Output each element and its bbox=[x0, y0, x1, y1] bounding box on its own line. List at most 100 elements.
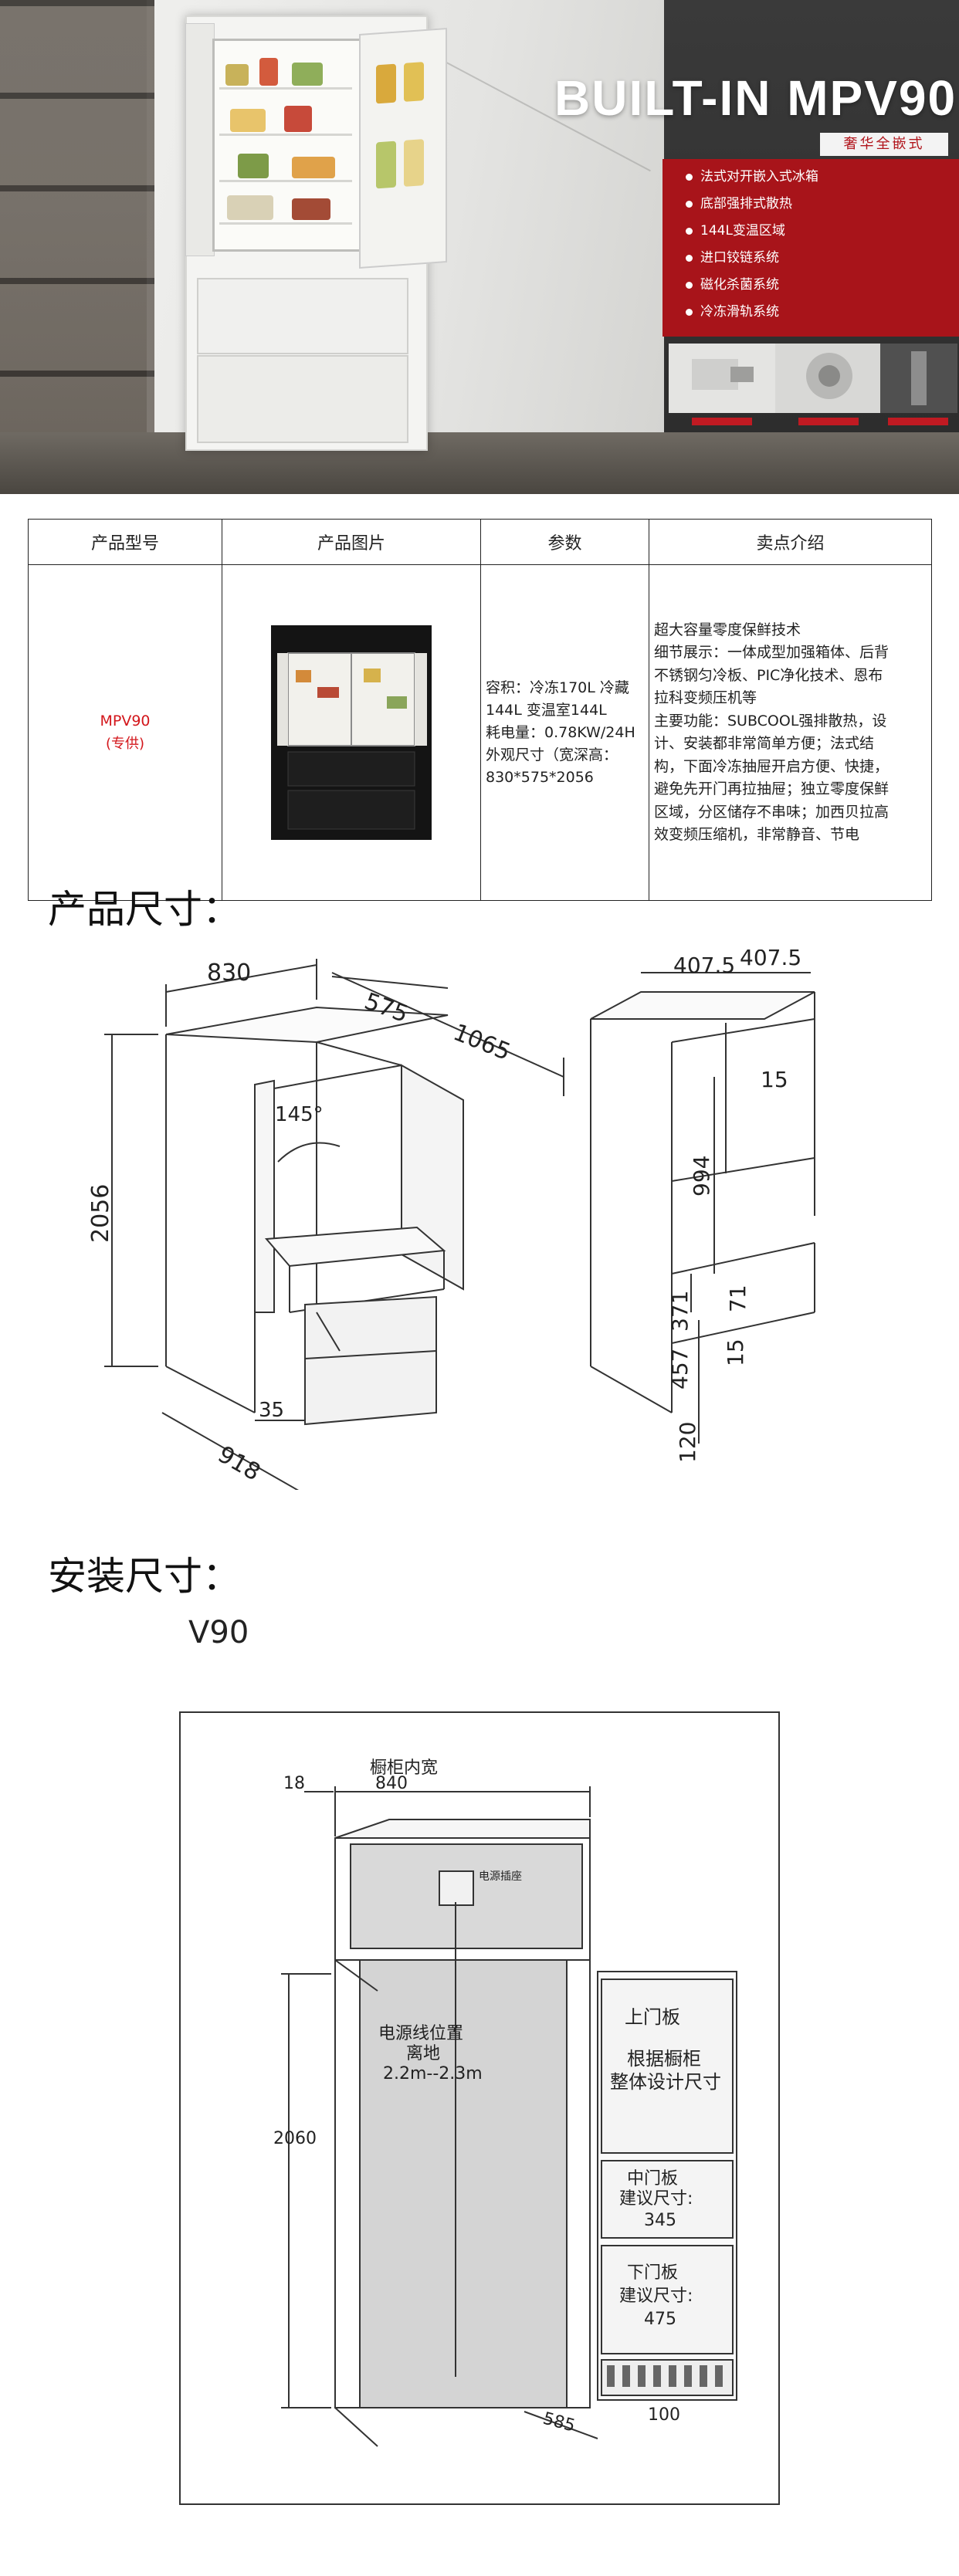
product-dimension-diagram: 830 575 1065 2056 145° 35 918 407.5 407.… bbox=[87, 949, 815, 1490]
hero-banner: BUILT-IN MPV90 奢华全嵌式 法式对开嵌入式冰箱 底部强排式散热 1… bbox=[0, 0, 959, 494]
feature-item: 法式对开嵌入式冰箱 bbox=[686, 164, 818, 191]
header-params: 参数 bbox=[480, 519, 649, 565]
dim-half-left: 407.5 bbox=[673, 953, 735, 978]
params-cell: 容积：冷冻170L 冷藏 144L 变温室144L 耗电量：0.78KW/24H… bbox=[480, 564, 649, 901]
fridge-lower-drawer bbox=[197, 355, 408, 443]
upper-panel-line: 根据橱柜 bbox=[627, 2048, 701, 2070]
dim-lower: 457 bbox=[667, 1349, 693, 1390]
lower-panel-line: 建议尺寸: bbox=[619, 2287, 693, 2306]
param-line: 耗电量：0.78KW/24H bbox=[486, 723, 635, 741]
dim-depth: 585 bbox=[540, 2409, 577, 2436]
param-line: 830*575*2056 bbox=[486, 768, 594, 786]
selling-line: 构，下面冷冻抽屉开启方便、快捷， bbox=[654, 757, 890, 775]
hero-badge: 奢华全嵌式 bbox=[820, 133, 948, 156]
mid-panel-line: 建议尺寸: bbox=[619, 2189, 693, 2209]
lower-panel-title: 下门板 bbox=[627, 2263, 678, 2283]
thumbnail-bar bbox=[798, 418, 859, 425]
model-note: (专供) bbox=[105, 736, 145, 752]
param-line: 外观尺寸（宽深高： bbox=[486, 746, 618, 763]
dim-side-15-bottom: 15 bbox=[723, 1339, 748, 1366]
power-text-line: 2.2m--2.3m bbox=[383, 2064, 483, 2083]
header-model: 产品型号 bbox=[28, 519, 222, 565]
dim-side-15-top: 15 bbox=[761, 1067, 788, 1092]
selling-line: 主要功能：SUBCOOL强排散热，设 bbox=[654, 712, 887, 729]
dim-base: 120 bbox=[675, 1422, 700, 1463]
selling-line: 避免先开门再拉抽屉；独立零度保鲜 bbox=[654, 780, 890, 797]
product-image bbox=[271, 625, 432, 840]
feature-item: 144L变温区域 bbox=[686, 218, 818, 245]
hero-title: BUILT-IN MPV90 bbox=[554, 70, 957, 126]
upper-panel-line: 整体设计尺寸 bbox=[610, 2071, 721, 2093]
bullet-icon bbox=[686, 282, 693, 289]
feature-list: 法式对开嵌入式冰箱 底部强排式散热 144L变温区域 进口铰链系统 磁化杀菌系统… bbox=[686, 164, 818, 326]
feature-item: 磁化杀菌系统 bbox=[686, 272, 818, 299]
install-size-heading: 安装尺寸： bbox=[48, 1554, 241, 1599]
power-text-line: 离地 bbox=[406, 2044, 440, 2063]
header-selling: 卖点介绍 bbox=[649, 519, 932, 565]
bullet-icon bbox=[686, 255, 693, 262]
selling-line: 效变频压缩机，非常静音、节电 bbox=[654, 826, 860, 843]
feature-item: 冷冻滑轨系统 bbox=[686, 299, 818, 326]
selling-cell: 超大容量零度保鲜技术 细节展示：一体成型加强箱体、后背 不锈钢匀冷板、PIC净化… bbox=[649, 564, 932, 901]
mid-panel-title: 中门板 bbox=[627, 2169, 678, 2188]
dim-gap: 35 bbox=[259, 1399, 284, 1422]
thumbnail-bar bbox=[888, 418, 948, 425]
fridge-interior bbox=[212, 39, 364, 252]
table-header-row: 产品型号 产品图片 参数 卖点介绍 bbox=[28, 519, 932, 565]
rail-icon bbox=[911, 351, 927, 405]
sterilize-icon bbox=[806, 353, 852, 399]
fridge-right-door bbox=[359, 28, 447, 269]
dim-angle: 145° bbox=[275, 1103, 324, 1126]
product-size-heading: 产品尺寸： bbox=[48, 887, 241, 932]
power-text-line: 电源线位置 bbox=[378, 2024, 463, 2043]
bullet-icon bbox=[686, 228, 693, 235]
selling-line: 拉科变频压机等 bbox=[654, 689, 757, 706]
param-line: 144L 变温室144L bbox=[486, 701, 607, 719]
table-row: MPV90 (专供) bbox=[28, 564, 932, 901]
install-dimension-diagram: 橱柜内宽 18 840 电源插座 电源线位置 离地 2.2m--2.3m 206… bbox=[273, 1759, 737, 2447]
rail-thumbnail bbox=[880, 344, 957, 413]
thumbnail-bar bbox=[692, 418, 752, 425]
hinge-thumbnail bbox=[669, 344, 777, 413]
mid-panel-value: 345 bbox=[644, 2211, 676, 2230]
spec-table: 产品型号 产品图片 参数 卖点介绍 MPV90 (专供) bbox=[28, 519, 932, 901]
dim-mid: 371 bbox=[667, 1291, 693, 1332]
bullet-icon bbox=[686, 309, 693, 316]
selling-line: 计、安装都非常简单方便；法式结 bbox=[654, 735, 875, 752]
install-diagram-frame: 橱柜内宽 18 840 电源插座 电源线位置 离地 2.2m--2.3m 206… bbox=[179, 1711, 780, 2505]
shelving-unit bbox=[0, 0, 154, 494]
dim-upper: 994 bbox=[689, 1156, 714, 1197]
hinge-icon bbox=[692, 359, 754, 390]
install-model: V90 bbox=[188, 1615, 249, 1650]
socket-label: 电源插座 bbox=[479, 1870, 522, 1883]
model-cell: MPV90 (专供) bbox=[28, 564, 222, 901]
dim-mid-small: 71 bbox=[725, 1285, 751, 1312]
selling-line: 超大容量零度保鲜技术 bbox=[654, 621, 801, 638]
selling-line: 区域，分区储存不串味；加西贝拉高 bbox=[654, 803, 890, 821]
param-line: 容积：冷冻170L 冷藏 bbox=[486, 679, 629, 696]
dim-width: 830 bbox=[207, 960, 251, 987]
upper-panel-title: 上门板 bbox=[625, 2006, 680, 2028]
bullet-icon bbox=[686, 201, 693, 208]
feature-panel bbox=[662, 159, 959, 337]
fridge-middle-drawer bbox=[197, 278, 408, 354]
feature-item: 底部强排式散热 bbox=[686, 191, 818, 218]
header-image: 产品图片 bbox=[222, 519, 481, 565]
dim-bottom: 100 bbox=[648, 2405, 680, 2425]
bullet-icon bbox=[686, 174, 693, 181]
fridge-left-door bbox=[185, 23, 215, 256]
dim-half-right: 407.5 bbox=[740, 949, 801, 970]
selling-line: 细节展示：一体成型加强箱体、后背 bbox=[654, 644, 890, 661]
model-name: MPV90 bbox=[100, 713, 151, 729]
lower-panel-value: 475 bbox=[644, 2310, 676, 2329]
dim-inner-width: 840 bbox=[375, 1774, 408, 1793]
feature-item: 进口铰链系统 bbox=[686, 245, 818, 272]
fridge-product-icon bbox=[271, 625, 432, 840]
floor bbox=[0, 432, 959, 494]
selling-line: 不锈钢匀冷板、PIC净化技术、恩布 bbox=[654, 666, 883, 684]
dim-height: 2060 bbox=[273, 2129, 317, 2148]
cabinet-width-label: 橱柜内宽 bbox=[370, 1759, 438, 1778]
image-cell bbox=[222, 564, 481, 901]
dim-depth-open: 1065 bbox=[449, 1019, 514, 1066]
dim-height: 2056 bbox=[87, 1184, 114, 1243]
